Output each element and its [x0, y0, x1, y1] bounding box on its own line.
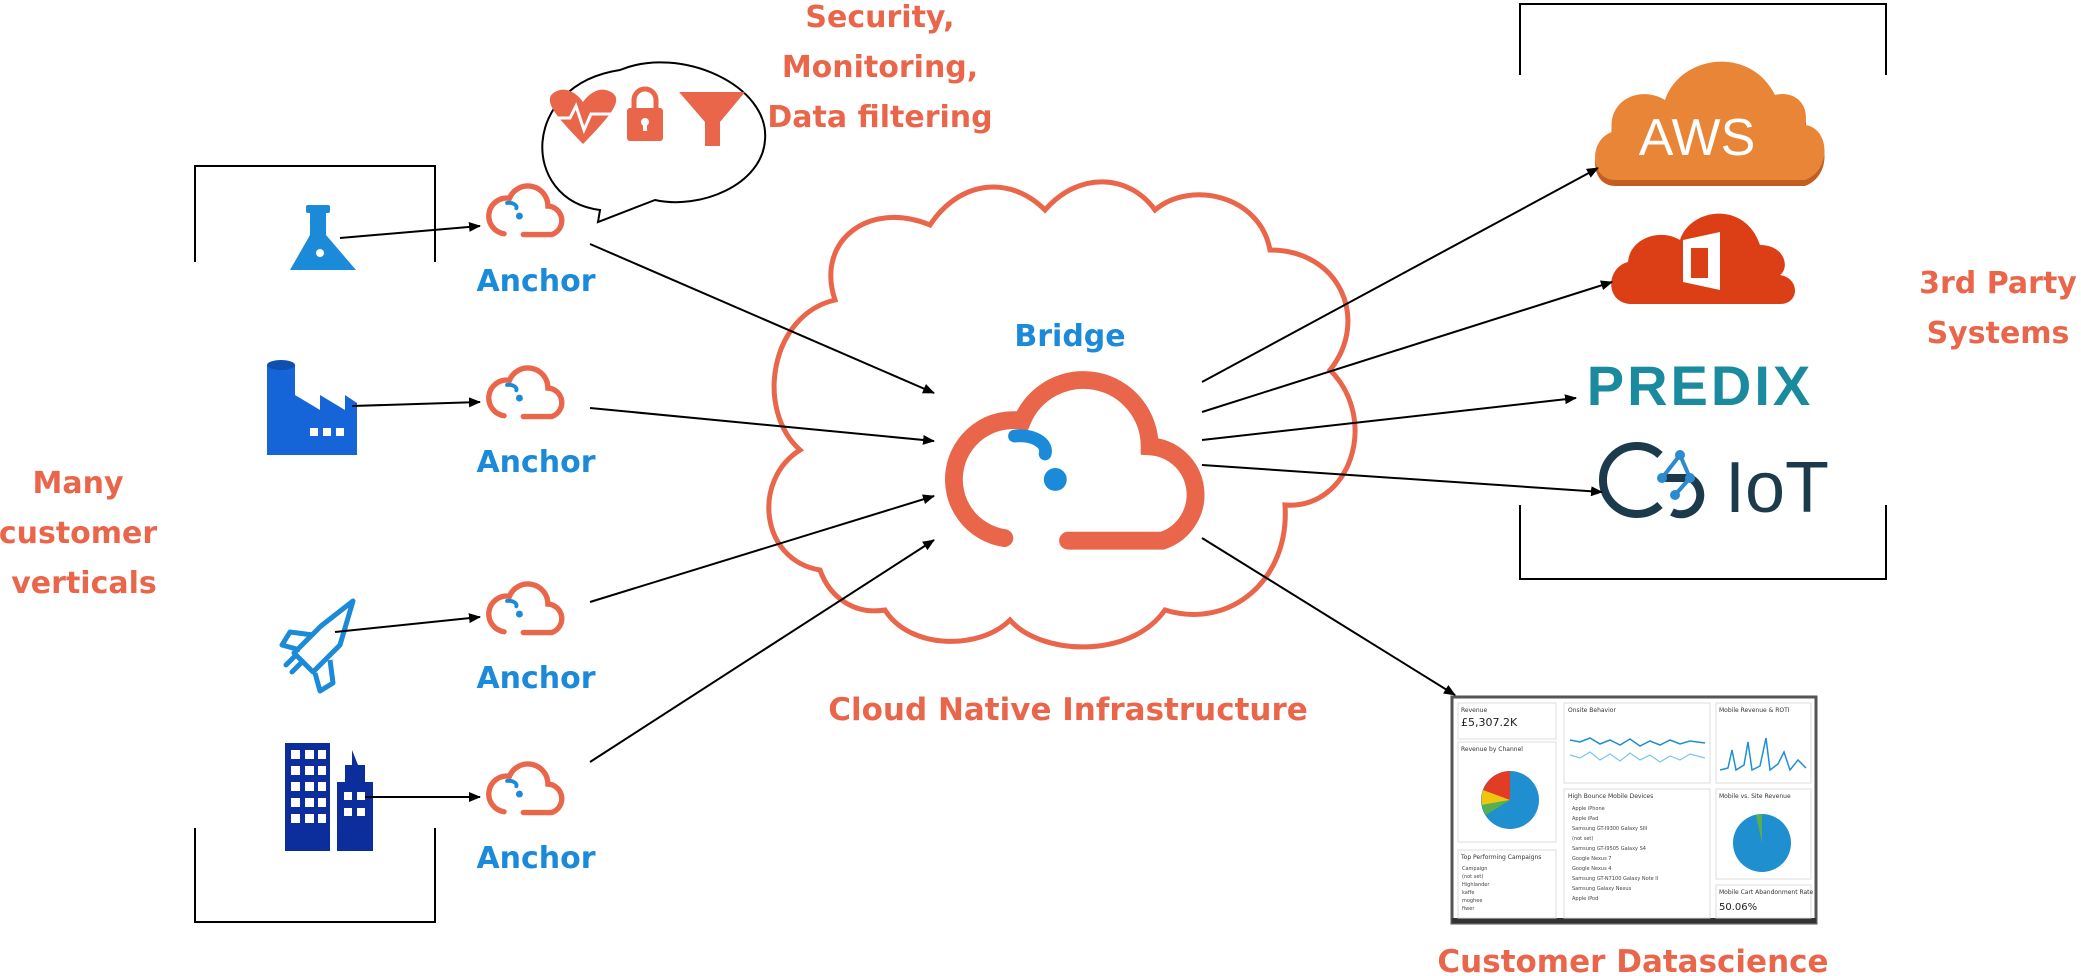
heart-rate-icon: [549, 89, 617, 144]
dash-device-row: Google Nexus 7: [1572, 856, 1611, 862]
arrow-anchor-1-to-bridge: [589, 243, 935, 394]
anchor-4: Anchor: [476, 764, 596, 876]
verticals-label-line-1: Many: [32, 466, 123, 501]
dash-campaign-row: (not set): [1462, 874, 1483, 880]
dash-device-row: Google Nexus 4: [1572, 866, 1611, 872]
dash-bounce-title: High Bounce Mobile Devices: [1568, 793, 1653, 800]
bridge-label: Bridge: [1014, 319, 1125, 354]
verticals-bracket-top: [194, 165, 436, 262]
verticals-label-line-3: verticals: [11, 566, 157, 601]
arrow-bridge-to-aws: [1201, 167, 1599, 383]
bridge-logo-icon: [954, 380, 1196, 541]
verticals-label: Many customer verticals: [0, 466, 157, 601]
security-label-line-1: Security,: [805, 0, 954, 35]
dash-campaign-row: Campaign: [1462, 866, 1487, 872]
arrow-anchor-2-to-bridge: [589, 407, 935, 445]
city-buildings-icon: [285, 743, 373, 851]
security-label: Security, Monitoring, Data filtering: [767, 0, 992, 135]
anchor-2: Anchor: [476, 368, 596, 480]
c3-iot-logo-text: IoT: [1725, 448, 1829, 528]
dash-campaign-row: fiwer: [1462, 906, 1475, 912]
dash-cart-value: 50.06%: [1719, 902, 1757, 913]
dash-device-row: Samsung GT-I9300 Galaxy SIII: [1572, 826, 1647, 832]
dash-device-row: Apple iPod: [1572, 896, 1598, 902]
aws-logo-text: AWS: [1639, 109, 1756, 167]
dash-campaign-row: Highlander: [1462, 882, 1490, 888]
arrow-bridge-to-predix: [1201, 394, 1577, 441]
datascience-label: Customer Datascience: [1437, 944, 1828, 976]
dash-device-row: Apple iPad: [1572, 816, 1598, 822]
dash-revenue-title: Revenue: [1461, 707, 1487, 714]
lock-icon: [627, 86, 663, 141]
dash-device-row: Samsung Galaxy Nexus: [1572, 886, 1632, 892]
dash-device-row: Samsung GT-N7100 Galaxy Note II: [1572, 876, 1658, 882]
dash-mobile-rev-title: Mobile Revenue & ROTI: [1719, 707, 1790, 714]
arrow-anchor-3-to-bridge: [589, 494, 935, 603]
third-party-bracket-top: [1519, 3, 1887, 75]
anchor-3: Anchor: [476, 584, 596, 696]
flask-icon: [290, 205, 356, 270]
verticals-label-line-2: customer: [0, 516, 157, 551]
rocket-icon: [279, 598, 356, 694]
anchor-label: Anchor: [476, 661, 595, 696]
third-party-bracket-bottom: [1519, 505, 1887, 580]
third-party-label: 3rd Party Systems: [1919, 266, 2077, 351]
dash-device-row: Apple iPhone: [1572, 806, 1605, 812]
dash-campaign-row: moghee: [1462, 898, 1482, 904]
anchor-1: Anchor: [476, 186, 596, 299]
security-label-line-2: Monitoring,: [782, 50, 978, 85]
dash-onsite-title: Onsite Behavior: [1568, 707, 1616, 714]
anchor-label: Anchor: [476, 445, 595, 480]
cloud-native-infrastructure-cloud: [766, 179, 1358, 650]
verticals-bracket-bottom: [194, 828, 436, 923]
anchor-label: Anchor: [476, 841, 595, 876]
third-party-label-line-1: 3rd Party: [1919, 266, 2077, 301]
arrow-bridge-to-office: [1201, 280, 1613, 413]
datascience-dashboard: Revenue £5,307.2K Revenue by Channel Top…: [1450, 695, 1818, 925]
third-party-label-line-2: Systems: [1927, 316, 2070, 351]
factory-icon: [267, 360, 357, 455]
arrow-rocket-to-anchor: [334, 613, 481, 633]
arrow-bridge-to-c3iot: [1201, 464, 1603, 497]
dash-cart-title: Mobile Cart Abandonment Rate: [1719, 889, 1814, 896]
predix-logo: PREDIX: [1587, 354, 1814, 417]
cloud-native-label: Cloud Native Infrastructure: [828, 692, 1308, 728]
security-label-line-3: Data filtering: [767, 100, 992, 135]
arrow-anchor-4-to-bridge: [589, 539, 935, 763]
aws-cloud-logo: AWS: [1595, 61, 1825, 186]
anchor-cloud-icon: [489, 186, 562, 235]
dash-device-row: Samsung GT-I9505 Galaxy S4: [1572, 846, 1646, 852]
speech-bubble: [541, 61, 767, 224]
arrow-factory-to-anchor: [351, 397, 481, 408]
arrow-flask-to-anchor: [339, 221, 481, 239]
dash-device-row: (not set): [1572, 836, 1593, 842]
dash-campaign-row: kaffe: [1462, 890, 1474, 896]
anchor-cloud-icon: [489, 584, 562, 633]
arrow-bridge-to-dashboard: [1201, 537, 1456, 696]
anchor-cloud-icon: [489, 368, 562, 417]
c3-iot-logo: IoT: [1599, 442, 1829, 528]
filter-icon: [679, 92, 745, 146]
connectors: [334, 167, 1613, 802]
anchor-label: Anchor: [476, 264, 595, 299]
office-cloud-logo: [1611, 213, 1795, 304]
dash-campaigns-title: Top Performing Campaigns: [1460, 854, 1541, 861]
dash-mobile-vs-title: Mobile vs. Site Revenue: [1719, 793, 1791, 800]
anchor-cloud-icon: [489, 764, 562, 813]
dash-channel-title: Revenue by Channel: [1461, 746, 1523, 753]
dash-revenue-value: £5,307.2K: [1461, 716, 1518, 729]
